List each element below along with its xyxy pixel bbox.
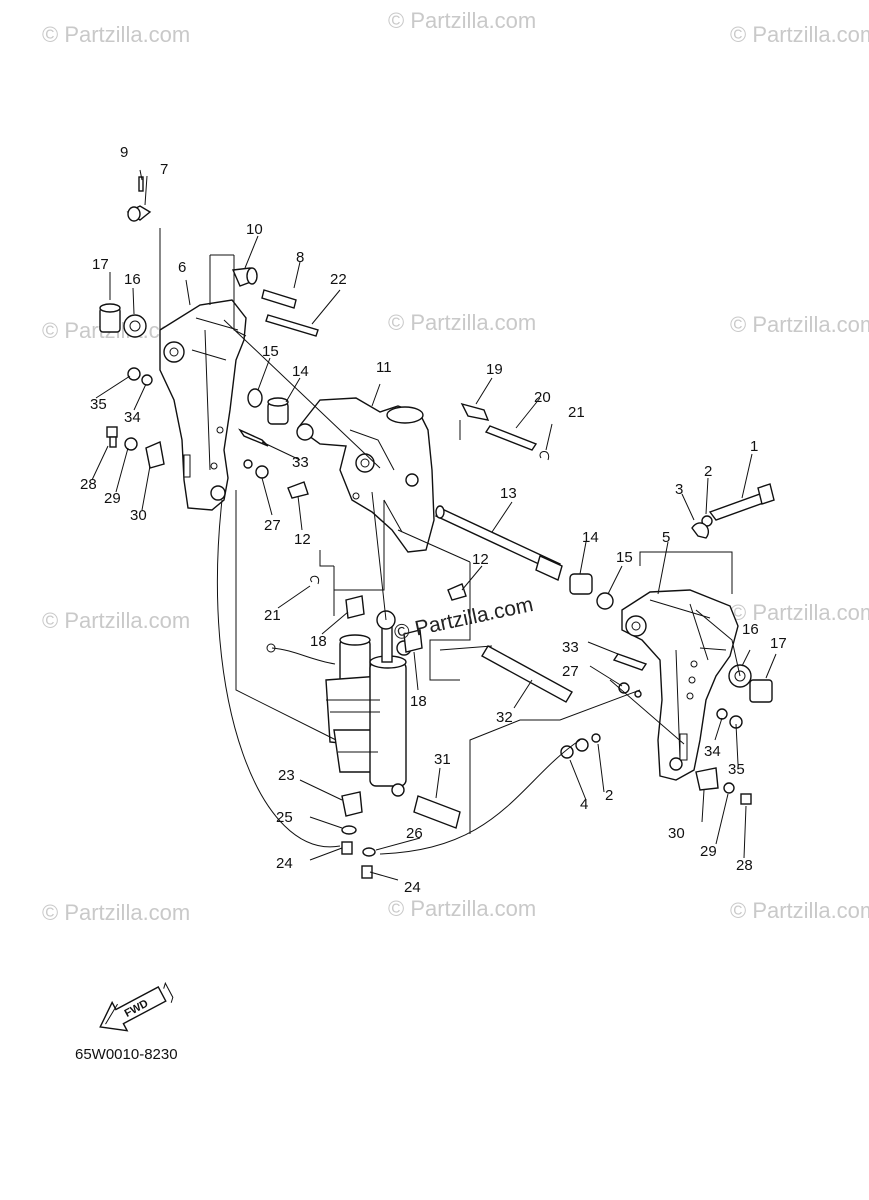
callout-11: 11 [376, 359, 392, 376]
callout-34: 34 [124, 409, 141, 426]
callout-28: 28 [736, 857, 753, 874]
callout-9: 9 [120, 144, 128, 161]
swivel-bracket [296, 397, 435, 553]
callout-24: 24 [404, 879, 421, 896]
callout-34: 34 [704, 743, 721, 760]
callout-27: 27 [264, 517, 281, 534]
left-clamp-bracket [159, 299, 247, 511]
callout-15: 15 [616, 549, 633, 566]
watermark: © Partzilla.com [730, 898, 869, 923]
callout-18: 18 [410, 693, 427, 710]
callout-29: 29 [104, 490, 121, 507]
watermark: © Partzilla.com [730, 312, 869, 337]
callout-14: 14 [292, 363, 309, 380]
center-watermark: © Partzilla.com [392, 593, 535, 645]
callout-numbers: 1 2 2 3 4 5 6 7 8 9 10 11 12 12 13 14 14… [80, 144, 787, 896]
callout-29: 29 [700, 843, 717, 860]
callout-15: 15 [262, 343, 279, 360]
callout-18: 18 [310, 633, 327, 650]
callout-2: 2 [704, 463, 712, 480]
callout-30: 30 [130, 507, 147, 524]
callout-17: 17 [770, 635, 787, 652]
callout-7: 7 [160, 161, 168, 178]
diagram-code: 65W0010-8230 [75, 1046, 178, 1063]
callout-16: 16 [742, 621, 759, 638]
right-clamp-bracket [621, 589, 739, 781]
callout-12: 12 [472, 551, 489, 568]
callout-3: 3 [675, 481, 683, 498]
callout-22: 22 [330, 271, 347, 288]
callout-20: 20 [534, 389, 551, 406]
callout-27: 27 [562, 663, 579, 680]
callout-6: 6 [178, 259, 186, 276]
callout-31: 31 [434, 751, 451, 768]
callout-13: 13 [500, 485, 517, 502]
watermarks: © Partzilla.com © Partzilla.com © Partzi… [42, 8, 869, 925]
callout-16: 16 [124, 271, 141, 288]
callout-21: 21 [568, 404, 585, 421]
leader-lines [91, 169, 777, 881]
tilt-cylinder [266, 610, 412, 797]
callout-10: 10 [246, 221, 263, 238]
callout-12: 12 [294, 531, 311, 548]
callout-14: 14 [582, 529, 599, 546]
watermark: © Partzilla.com [42, 22, 190, 47]
watermark: © Partzilla.com [42, 608, 190, 633]
callout-24: 24 [276, 855, 293, 872]
callout-5: 5 [662, 529, 670, 546]
callout-17: 17 [92, 256, 109, 273]
callout-4: 4 [580, 796, 588, 813]
callout-33: 33 [292, 454, 309, 471]
callout-32: 32 [496, 709, 513, 726]
callout-21: 21 [264, 607, 281, 624]
watermark: © Partzilla.com [730, 600, 869, 625]
callout-1: 1 [750, 438, 758, 455]
callout-25: 25 [276, 809, 293, 826]
callout-35: 35 [90, 396, 107, 413]
callout-23: 23 [278, 767, 295, 784]
watermark: © Partzilla.com [388, 896, 536, 921]
fwd-arrow: FWD [99, 981, 174, 1032]
watermark: © Partzilla.com [388, 8, 536, 33]
callout-19: 19 [486, 361, 503, 378]
callout-35: 35 [728, 761, 745, 778]
callout-33: 33 [562, 639, 579, 656]
callout-2: 2 [605, 787, 613, 804]
callout-30: 30 [668, 825, 685, 842]
watermark: © Partzilla.com [730, 22, 869, 47]
callout-8: 8 [296, 249, 304, 266]
watermark: © Partzilla.com [42, 900, 190, 925]
watermark: © Partzilla.com [388, 310, 536, 335]
callout-26: 26 [406, 825, 423, 842]
callout-28: 28 [80, 476, 97, 493]
